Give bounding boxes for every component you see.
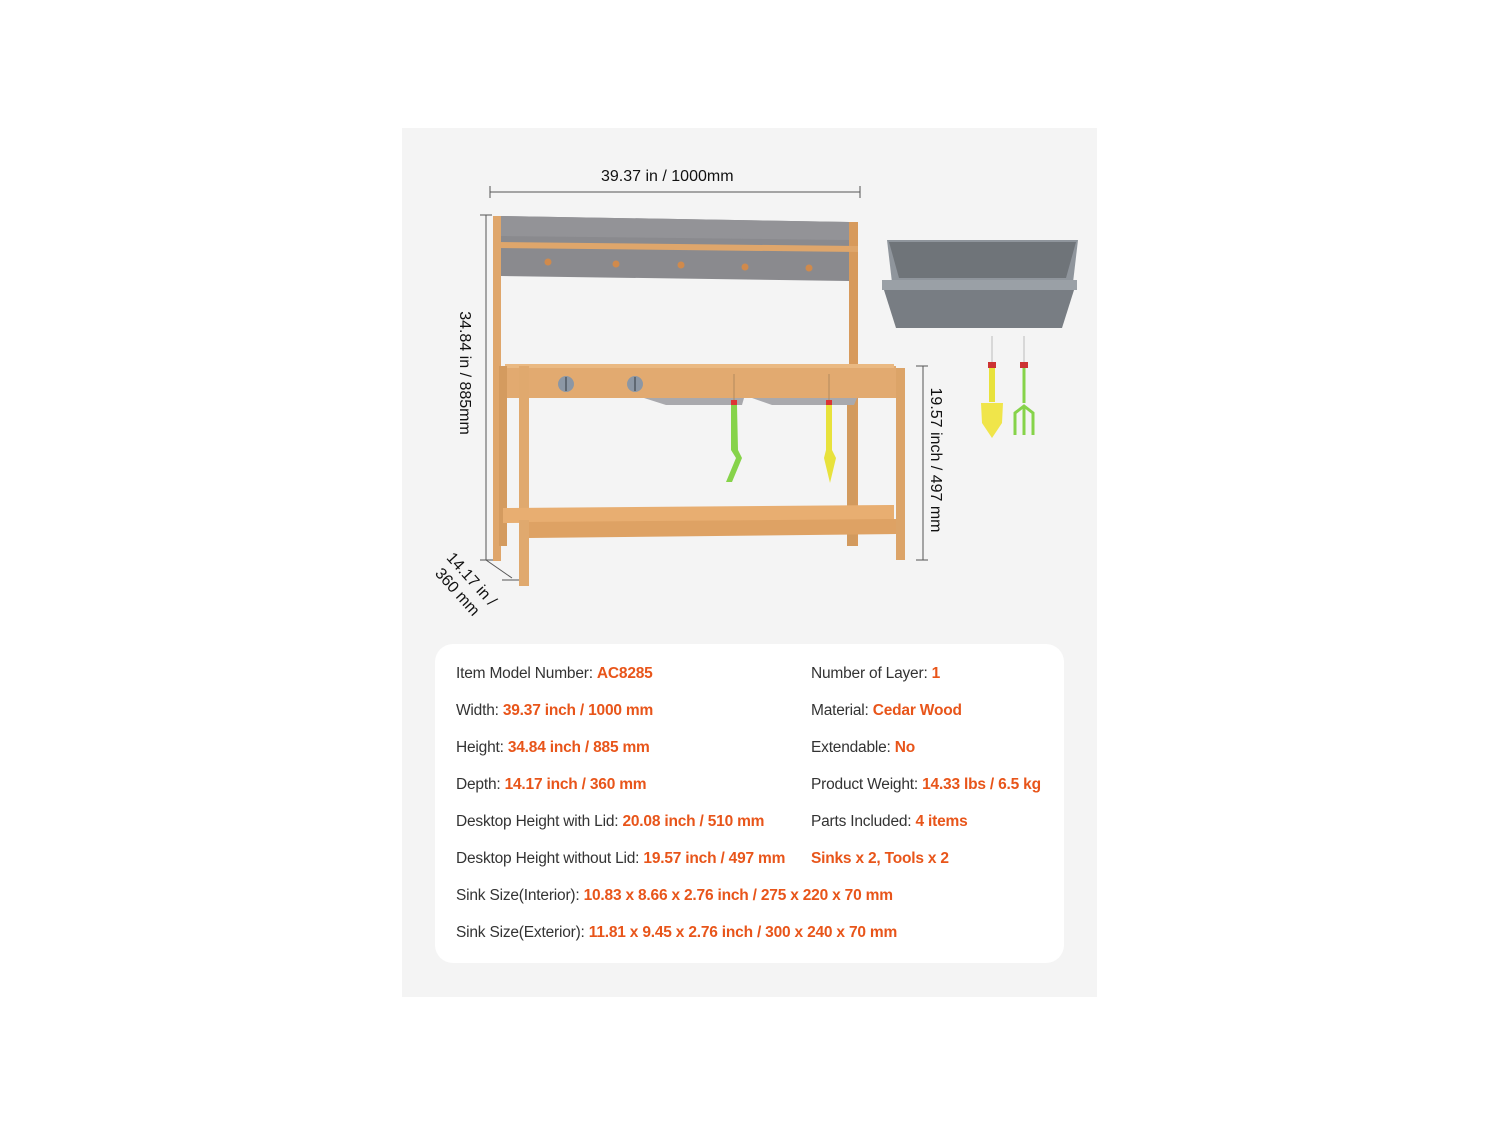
dimension-lines (480, 186, 928, 581)
trowel-tool (981, 336, 1003, 438)
bench-illustration (480, 186, 1078, 586)
spec-product-weight: Product Weight: 14.33 lbs / 6.5 kg (811, 776, 1041, 793)
spec-material: Material: Cedar Wood (811, 702, 962, 719)
sink-2-bottom (752, 398, 857, 405)
front-left-leg (519, 366, 529, 586)
spec-parts-included: Parts Included: 4 items (811, 813, 968, 830)
worktop-rail (503, 366, 896, 398)
bottom-shelf (503, 505, 894, 523)
spec-sink-interior: Sink Size(Interior): 10.83 x 8.66 x 2.76… (456, 887, 893, 904)
left-back-leg (493, 216, 501, 561)
spec-number-of-layer: Number of Layer: 1 (811, 665, 941, 682)
hanging-rake-tool (726, 405, 742, 482)
spec-height: Height: 34.84 inch / 885 mm (456, 739, 650, 756)
spec-card: Item Model Number: AC8285 Width: 39.37 i… (435, 644, 1064, 963)
rake-tool (1013, 336, 1035, 435)
top-shelf (498, 242, 858, 252)
spec-depth: Depth: 14.17 inch / 360 mm (456, 776, 647, 793)
hanging-trowel-tool (824, 405, 836, 483)
width-dimension-label: 39.37 in / 1000mm (601, 168, 734, 185)
spec-sink-exterior: Sink Size(Exterior): 11.81 x 9.45 x 2.76… (456, 924, 898, 941)
height-dimension-label: 34.84 in / 885mm (456, 311, 473, 435)
product-spec-panel: 39.37 in / 1000mm 34.84 in / 885mm 19.57… (402, 128, 1097, 997)
bottom-rail (529, 519, 896, 538)
spec-desktop-height-without-lid: Desktop Height without Lid: 19.57 inch /… (456, 850, 786, 867)
sink-1-bottom (644, 398, 744, 405)
sink-bin (882, 240, 1078, 328)
spec-desktop-height-with-lid: Desktop Height with Lid: 20.08 inch / 51… (456, 813, 765, 830)
pegs (544, 258, 813, 272)
spec-parts-detail: Sinks x 2, Tools x 2 (811, 850, 949, 867)
front-right-leg (896, 368, 905, 560)
spec-extendable: Extendable: No (811, 739, 916, 756)
dimension-diagram: 39.37 in / 1000mm 34.84 in / 885mm 19.57… (402, 128, 1097, 638)
spec-width: Width: 39.37 inch / 1000 mm (456, 702, 654, 719)
desktop-height-dimension-label: 19.57 inch / 497 mm (927, 387, 944, 533)
spec-model-number: Item Model Number: AC8285 (456, 665, 653, 682)
